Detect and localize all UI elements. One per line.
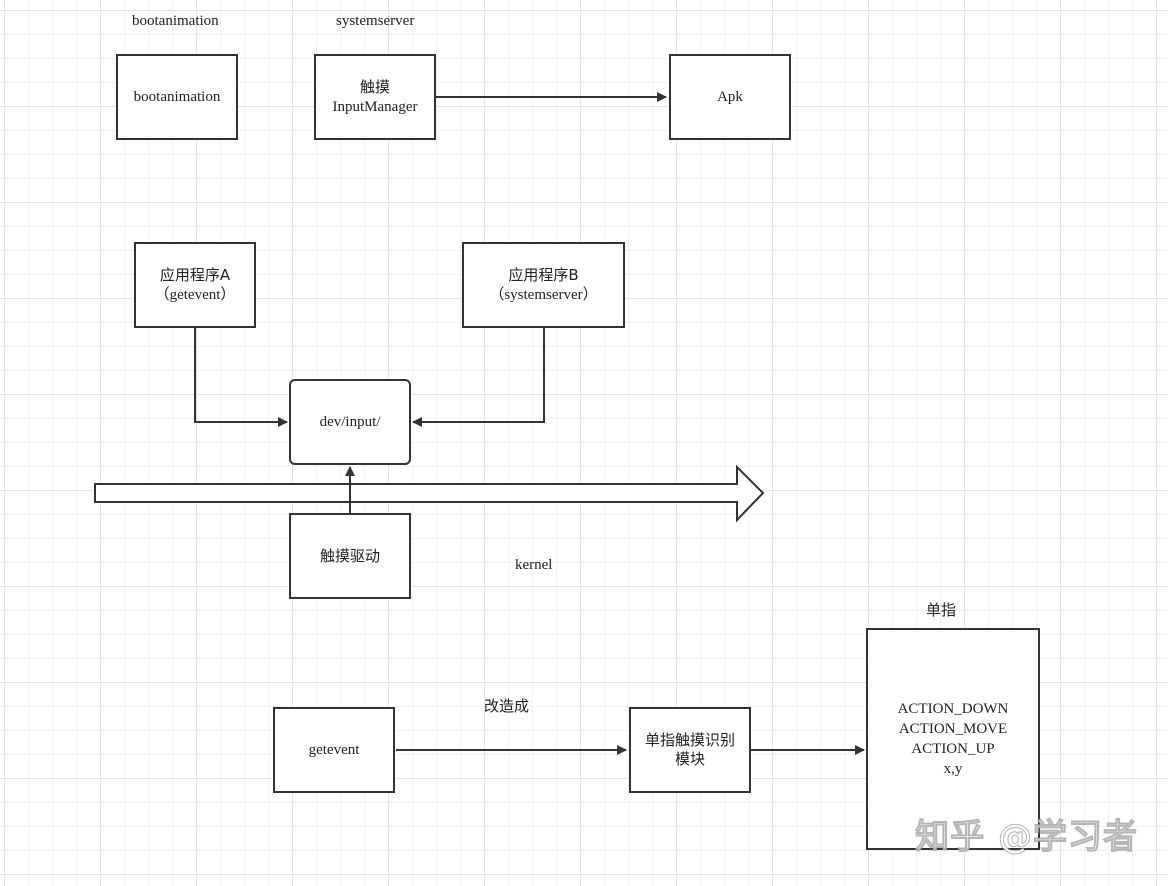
box-dev-input: dev/input/ bbox=[289, 379, 411, 465]
box-inputmanager-text: 触摸 InputManager bbox=[333, 77, 418, 117]
box-getevent-text: getevent bbox=[309, 740, 360, 760]
box-app-a: 应用程序A （getevent） bbox=[134, 242, 256, 328]
box-touch-driver: 触摸驱动 bbox=[289, 513, 411, 599]
text-line: （getevent） bbox=[154, 287, 236, 303]
label-single-finger: 单指 bbox=[926, 601, 957, 619]
arrow-app-b-to-dev-input bbox=[412, 328, 545, 427]
text-line: 应用程序B bbox=[508, 266, 579, 284]
label-systemserver: systemserver bbox=[336, 13, 415, 29]
box-bootanimation-text: bootanimation bbox=[134, 87, 221, 107]
text-line: bootanimation bbox=[133, 89, 221, 105]
box-recognizer-text: 单指触摸识别 模块 bbox=[645, 731, 735, 769]
box-bootanimation: bootanimation bbox=[116, 54, 238, 140]
label-bootanimation: bootanimation bbox=[132, 13, 219, 29]
box-touch-driver-text: 触摸驱动 bbox=[320, 547, 380, 566]
text-line: ACTION_MOVE bbox=[898, 721, 1008, 737]
text-line: 应用程序A bbox=[159, 266, 231, 284]
box-app-b-text: 应用程序B （systemserver） bbox=[489, 265, 597, 305]
text-line: InputManager bbox=[332, 99, 418, 115]
text-line: x,y bbox=[943, 761, 963, 777]
label-kernel: kernel bbox=[515, 557, 553, 573]
text-line: （systemserver） bbox=[489, 287, 598, 303]
text-line: Apk bbox=[717, 89, 743, 105]
text-line: 模块 bbox=[674, 750, 705, 768]
box-inputmanager: 触摸 InputManager bbox=[314, 54, 436, 140]
box-app-a-text: 应用程序A （getevent） bbox=[155, 265, 236, 305]
box-dev-input-text: dev/input/ bbox=[320, 412, 381, 432]
box-recognizer: 单指触摸识别 模块 bbox=[629, 707, 751, 793]
box-app-b: 应用程序B （systemserver） bbox=[462, 242, 625, 328]
box-apk: Apk bbox=[669, 54, 791, 140]
box-apk-text: Apk bbox=[717, 87, 743, 107]
box-actions-text: ACTION_DOWN ACTION_MOVE ACTION_UP x,y bbox=[898, 699, 1009, 779]
text-line: ACTION_UP bbox=[911, 741, 995, 757]
kernel-boundary-arrow bbox=[94, 464, 765, 523]
label-convert: 改造成 bbox=[484, 697, 530, 715]
text-line: getevent bbox=[308, 742, 360, 758]
text-line: ACTION_DOWN bbox=[897, 701, 1009, 717]
text-line: 触摸 bbox=[359, 78, 390, 96]
text-line: 触摸驱动 bbox=[319, 546, 380, 565]
watermark: 知乎 @学习者 bbox=[915, 817, 1138, 858]
text-line: 单指触摸识别 bbox=[644, 731, 735, 749]
box-getevent: getevent bbox=[273, 707, 395, 793]
text-line: dev/input/ bbox=[319, 414, 381, 430]
box-actions: ACTION_DOWN ACTION_MOVE ACTION_UP x,y bbox=[866, 628, 1040, 850]
arrow-app-a-to-dev-input bbox=[194, 328, 288, 427]
